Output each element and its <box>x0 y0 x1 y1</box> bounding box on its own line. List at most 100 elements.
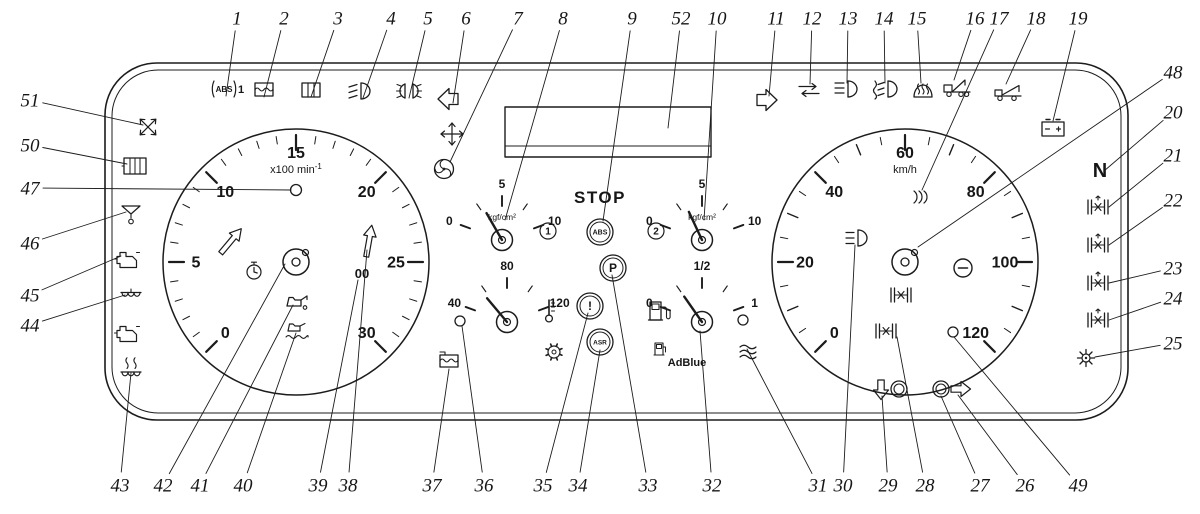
svg-text:4: 4 <box>386 9 396 30</box>
svg-text:80: 80 <box>500 259 514 273</box>
svg-text:30: 30 <box>833 476 854 497</box>
svg-text:kgf/cm²: kgf/cm² <box>488 212 516 222</box>
svg-text:23: 23 <box>1164 259 1183 280</box>
right-arrow-small-icon <box>950 380 972 398</box>
thermometer-icon <box>544 299 556 323</box>
svg-text:2: 2 <box>653 227 659 238</box>
svg-text:22: 22 <box>1164 191 1184 212</box>
down-arrow-icon <box>872 379 890 401</box>
svg-text:km/h: km/h <box>893 164 917 176</box>
svg-text:45: 45 <box>21 286 40 307</box>
svg-text:5: 5 <box>192 255 201 272</box>
svg-text:48: 48 <box>1164 63 1184 84</box>
hub-icon <box>282 248 310 276</box>
svg-text:6: 6 <box>461 9 471 30</box>
svg-text:42: 42 <box>154 476 174 497</box>
callout-23: 23 <box>1108 259 1183 284</box>
svg-text:15: 15 <box>908 9 927 30</box>
cog-icon <box>545 343 563 361</box>
callout-5: 5 <box>408 9 433 99</box>
hour-meter-value: 00 <box>355 266 369 281</box>
engine2-icon <box>113 325 141 343</box>
svg-text:26: 26 <box>1016 476 1036 497</box>
minus-circle-icon <box>953 258 973 278</box>
svg-text:x100 min-1: x100 min-1 <box>270 162 322 176</box>
svg-text:27: 27 <box>971 476 992 497</box>
cluster-panel <box>104 62 1129 421</box>
callout-26: 26 <box>957 394 1036 497</box>
svg-text:18: 18 <box>1027 9 1047 30</box>
svg-text:46: 46 <box>21 234 41 255</box>
callout-25: 25 <box>1094 334 1183 358</box>
double-arrow-icon <box>798 82 820 98</box>
svg-text:0: 0 <box>446 214 453 228</box>
svg-text:120: 120 <box>550 296 570 310</box>
telltale-p: P <box>599 254 627 282</box>
svg-text:0: 0 <box>646 214 653 228</box>
callout-48: 48 <box>917 63 1184 248</box>
grid-indicator-icon <box>301 82 321 98</box>
svg-text:39: 39 <box>308 476 329 497</box>
svg-text:60: 60 <box>896 145 914 162</box>
callout-47: 47 <box>21 179 292 200</box>
water-in-fuel-icon <box>121 205 141 225</box>
callout-27: 27 <box>940 395 992 497</box>
callout-45: 45 <box>21 255 122 307</box>
stop-label: STOP <box>574 188 626 207</box>
defrost-icon <box>913 83 933 98</box>
svg-text:12: 12 <box>803 9 823 30</box>
callout-19: 19 <box>1052 9 1089 122</box>
svg-text:36: 36 <box>474 476 495 497</box>
svg-text:21: 21 <box>1164 146 1183 167</box>
adblue-pump-icon <box>653 342 666 356</box>
svg-text:19: 19 <box>1069 9 1089 30</box>
front-fog-icon <box>872 80 898 100</box>
diff-lock-icon <box>890 287 912 303</box>
svg-text:20: 20 <box>1164 103 1184 124</box>
svg-text:0: 0 <box>830 325 839 342</box>
svg-text:14: 14 <box>875 9 895 30</box>
svg-text:33: 33 <box>638 476 658 497</box>
oil-pressure-icon <box>286 295 308 310</box>
svg-text:10: 10 <box>708 9 728 30</box>
callout-51: 51 <box>21 91 144 126</box>
svg-text:8: 8 <box>558 9 568 30</box>
svg-text:5: 5 <box>423 9 433 30</box>
callout-39: 39 <box>308 279 359 497</box>
svg-text:43: 43 <box>111 476 130 497</box>
svg-text:20: 20 <box>796 255 814 272</box>
svg-text:5: 5 <box>699 177 706 191</box>
svg-text:37: 37 <box>422 476 444 497</box>
cross-arrows-icon <box>139 118 157 136</box>
callout-49: 49 <box>953 336 1088 497</box>
callout-24: 24 <box>1108 289 1183 321</box>
callout-41: 41 <box>191 304 294 497</box>
tipper-body-icon <box>994 84 1022 102</box>
clock-icon <box>246 261 262 280</box>
callout-50: 50 <box>21 136 128 165</box>
svg-text:51: 51 <box>21 91 40 112</box>
svg-text:100: 100 <box>992 255 1019 272</box>
svg-text:34: 34 <box>568 476 589 497</box>
axle-diff-icon <box>1087 308 1109 328</box>
turn-right-arrow-icon <box>756 88 778 112</box>
callout-13: 13 <box>839 9 858 84</box>
svg-text:28: 28 <box>916 476 936 497</box>
callout-33: 33 <box>611 274 658 497</box>
svg-text:40: 40 <box>448 296 462 310</box>
callout-3: 3 <box>310 9 343 98</box>
callout-29: 29 <box>879 395 898 497</box>
svg-text:38: 38 <box>338 476 359 497</box>
led-circle-icon <box>947 326 959 338</box>
retarder-icon <box>913 190 928 204</box>
four-way-arrows-icon <box>440 122 464 146</box>
led-circle-icon <box>737 314 749 326</box>
callout-12: 12 <box>803 9 823 85</box>
washer-tank-icon <box>439 351 459 368</box>
lcd-display <box>504 106 712 158</box>
